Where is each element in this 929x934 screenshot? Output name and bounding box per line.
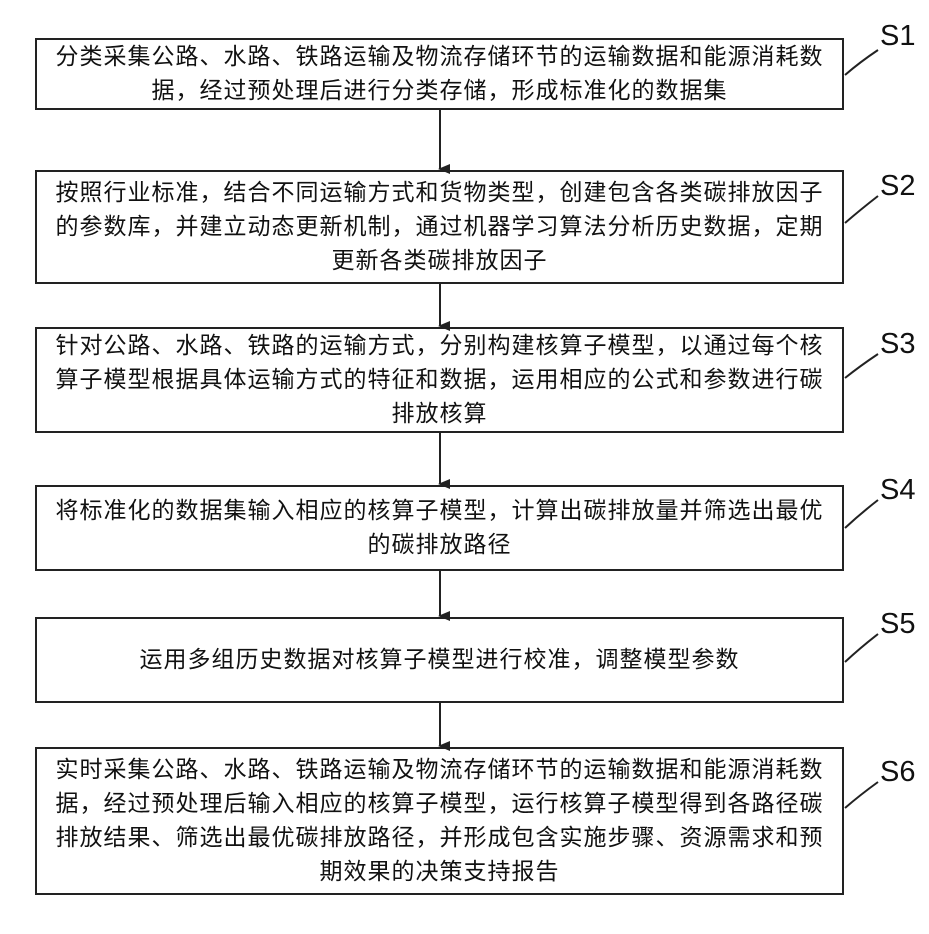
step-label-s1: S1 — [880, 22, 915, 51]
step-text-s4: 将标准化的数据集输入相应的核算子模型，计算出碳排放量并筛选出最优的碳排放路径 — [51, 494, 828, 562]
step-text-s3: 针对公路、水路、铁路的运输方式，分别构建核算子模型，以通过每个核算子模型根据具体… — [51, 329, 828, 431]
step-box-s3: 针对公路、水路、铁路的运输方式，分别构建核算子模型，以通过每个核算子模型根据具体… — [35, 327, 844, 433]
leader-s6 — [845, 782, 878, 808]
step-box-s5: 运用多组历史数据对核算子模型进行校准，调整模型参数 — [35, 617, 844, 703]
step-label-s6: S6 — [880, 758, 915, 787]
leader-s5 — [845, 634, 878, 662]
step-label-s4: S4 — [880, 476, 915, 505]
leader-s3 — [845, 354, 878, 378]
step-box-s2: 按照行业标准，结合不同运输方式和货物类型，创建包含各类碳排放因子的参数库，并建立… — [35, 170, 844, 284]
step-box-s1: 分类采集公路、水路、铁路运输及物流存储环节的运输数据和能源消耗数据，经过预处理后… — [35, 38, 844, 110]
step-box-s4: 将标准化的数据集输入相应的核算子模型，计算出碳排放量并筛选出最优的碳排放路径 — [35, 485, 844, 571]
step-label-s3: S3 — [880, 330, 915, 359]
step-text-s2: 按照行业标准，结合不同运输方式和货物类型，创建包含各类碳排放因子的参数库，并建立… — [51, 176, 828, 278]
leader-s1 — [845, 50, 878, 75]
step-text-s5: 运用多组历史数据对核算子模型进行校准，调整模型参数 — [140, 643, 740, 677]
leader-s4 — [845, 500, 878, 528]
step-text-s1: 分类采集公路、水路、铁路运输及物流存储环节的运输数据和能源消耗数据，经过预处理后… — [51, 40, 828, 108]
step-label-s2: S2 — [880, 172, 915, 201]
step-label-s5: S5 — [880, 610, 915, 639]
leader-s2 — [845, 196, 878, 223]
step-text-s6: 实时采集公路、水路、铁路运输及物流存储环节的运输数据和能源消耗数据，经过预处理后… — [51, 753, 828, 889]
step-box-s6: 实时采集公路、水路、铁路运输及物流存储环节的运输数据和能源消耗数据，经过预处理后… — [35, 747, 844, 895]
